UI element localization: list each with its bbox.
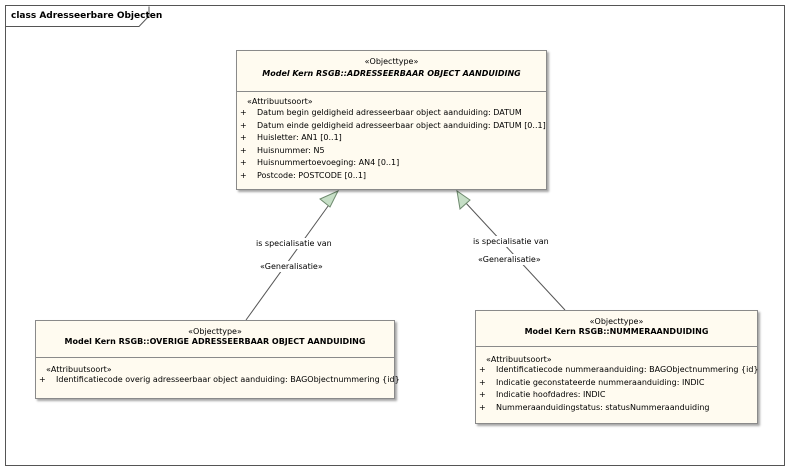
- attribute-row[interactable]: +Indicatie geconstateerde nummeraanduidi…: [479, 377, 705, 387]
- connector-stereotype-left: «Generalisatie»: [259, 261, 324, 272]
- class-name: Model Kern RSGB::ADRESSEERBAAR OBJECT AA…: [262, 69, 521, 78]
- class-stereotype: «Objecttype»: [188, 327, 242, 336]
- attribute-row[interactable]: +Indicatie hoofdadres: INDIC: [479, 390, 606, 400]
- class-name: Model Kern RSGB::OVERIGE ADRESSEERBAAR O…: [64, 337, 366, 346]
- frame-tab-shape: [6, 6, 150, 27]
- class-name: Model Kern RSGB::NUMMERAANDUIDING: [524, 327, 709, 336]
- attribute-stereotype: «Attribuutsoort»: [486, 355, 552, 364]
- attribute-row[interactable]: +Identificatiecode overig adresseerbaar …: [39, 375, 400, 384]
- attribute-row[interactable]: +Identificatiecode nummeraanduiding: BAG…: [479, 365, 759, 374]
- connector-label-right: is specialisatie van: [472, 236, 550, 247]
- class-stereotype: «Objecttype»: [364, 57, 419, 66]
- attribute-row[interactable]: +Datum begin geldigheid adresseerbaar ob…: [240, 108, 522, 117]
- class-stereotype: «Objecttype»: [589, 317, 644, 326]
- class-nummeraanduiding[interactable]: «Objecttype» Model Kern RSGB::NUMMERAAND…: [475, 310, 759, 424]
- generalization-arrowhead-right: [456, 189, 471, 210]
- attribute-row[interactable]: +Huisnummertoevoeging: AN4 [0..1]: [240, 158, 400, 168]
- attribute-row[interactable]: +Huisnummer: N5: [240, 145, 325, 155]
- attribute-row[interactable]: +Nummeraanduidingstatus: statusNummeraan…: [479, 402, 710, 412]
- attribute-stereotype: «Attribuutsoort»: [46, 365, 112, 374]
- connector-label-left: is specialisatie van: [255, 238, 333, 249]
- diagram-title: class Adresseerbare Objecten: [11, 11, 163, 21]
- attribute-stereotype: «Attribuutsoort»: [247, 97, 313, 106]
- attribute-row[interactable]: +Postcode: POSTCODE [0..1]: [240, 170, 367, 180]
- attribute-row[interactable]: +Huisletter: AN1 [0..1]: [240, 133, 342, 143]
- class-adresseerbaar-object-aanduiding[interactable]: «Objecttype» Model Kern RSGB::ADRESSEERB…: [236, 50, 547, 190]
- attribute-row[interactable]: +Datum einde geldigheid adresseerbaar ob…: [240, 120, 546, 130]
- generalization-arrowhead-left: [319, 189, 340, 208]
- connector-stereotype-right: «Generalisatie»: [477, 254, 542, 265]
- class-overige-adresseerbaar-object-aanduiding[interactable]: «Objecttype» Model Kern RSGB::OVERIGE AD…: [35, 320, 400, 399]
